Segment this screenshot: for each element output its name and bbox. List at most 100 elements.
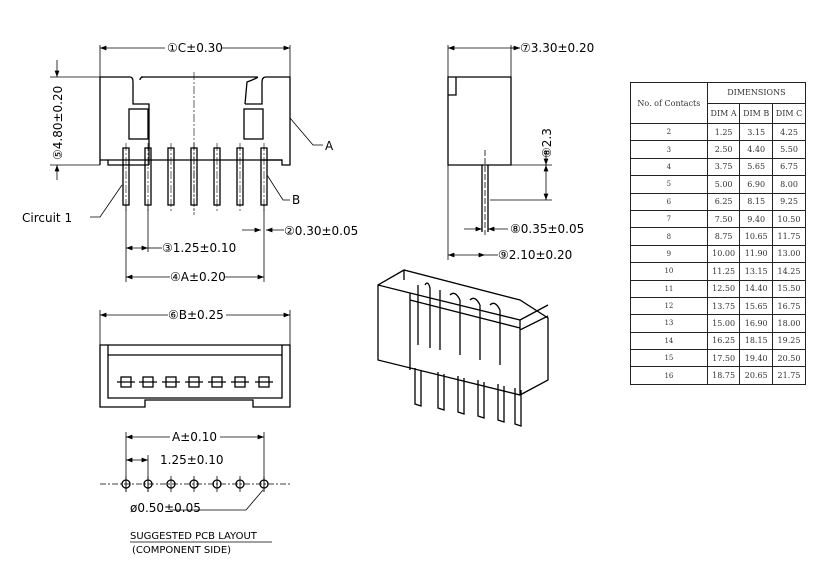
dim-c-cell: 9.25 xyxy=(772,192,806,211)
dim-a-cell: 8.75 xyxy=(706,227,741,246)
dimensions-table: No. of Contacts DIMENSIONS DIM A DIM B D… xyxy=(630,82,807,385)
side-view: ⑦3.30±0.20 ⑧2.3 ⑧0.35±0.05 ⑨2.10±0.20 xyxy=(447,41,594,262)
contacts-cell: 10 xyxy=(630,262,708,281)
dim-c-cell: 4.25 xyxy=(772,122,806,142)
dim-a-cell: 11.25 xyxy=(706,262,741,281)
dim-a-cell: 1.25 xyxy=(706,122,741,142)
contacts-cell: 5 xyxy=(630,175,708,194)
dim-b-cell: 19.40 xyxy=(739,349,774,368)
contacts-cell: 3 xyxy=(630,140,708,159)
contacts-cell: 16 xyxy=(630,366,708,385)
bottom-housing xyxy=(99,344,291,408)
dim-height-label: ⑤4.80±0.20 xyxy=(51,86,65,160)
dim-b-cell: 16.90 xyxy=(739,314,774,333)
dim-c-cell: 16.75 xyxy=(772,296,806,316)
dim-c-cell: 18.00 xyxy=(772,314,806,333)
dim-a-cell: 7.50 xyxy=(706,209,741,229)
dim-c-cell: 10.50 xyxy=(772,209,806,229)
dim-b-cell: 18.15 xyxy=(739,331,774,351)
pcb-layout-title: SUGGESTED PCB LAYOUT xyxy=(130,531,258,542)
contacts-cell: 4 xyxy=(630,157,708,177)
dim-c-cell: 13.00 xyxy=(772,244,806,264)
iso-pin xyxy=(497,384,505,423)
dim-b-cell: 6.90 xyxy=(739,175,774,194)
contacts-cell: 11 xyxy=(630,279,708,298)
iso-pin xyxy=(477,380,485,419)
dim-pitch-label: ③1.25±0.10 xyxy=(162,241,236,255)
pcb-layout-subtitle: (COMPONENT SIDE) xyxy=(132,545,231,556)
dim-a-cell: 13.75 xyxy=(706,296,741,316)
contacts-cell: 9 xyxy=(630,244,708,264)
iso-pin xyxy=(437,372,445,411)
dim-b-cell: 20.65 xyxy=(739,366,774,385)
dim-c-cell: 21.75 xyxy=(772,366,806,385)
dim-b-cell: 3.15 xyxy=(739,122,774,142)
dim-a-header: DIM A xyxy=(706,102,741,124)
iso-housing xyxy=(377,269,549,396)
bottom-view: ⑥B±0.25 xyxy=(99,308,291,408)
contacts-cell: 6 xyxy=(630,192,708,211)
contacts-cell: 13 xyxy=(630,314,708,333)
dim-b-cell: 11.90 xyxy=(739,244,774,264)
dim-c-cell: 6.75 xyxy=(772,157,806,177)
dim-b-cell: 15.65 xyxy=(739,296,774,316)
dim-a-cell: 6.25 xyxy=(706,192,741,211)
dim-a-cell: 17.50 xyxy=(706,349,741,368)
dim-c-label: ①C±0.30 xyxy=(167,41,223,55)
dim-depth-label: ⑦3.30±0.20 xyxy=(520,41,594,55)
pcb-dim-a-label: A±0.10 xyxy=(172,430,217,444)
latch-left xyxy=(128,108,149,140)
dim-b-cell: 9.40 xyxy=(739,209,774,229)
dim-pin-length-label: ⑧2.3 xyxy=(540,128,554,158)
pcb-hole-label: ø0.50±0.05 xyxy=(130,501,201,515)
dim-a-cell: 10.00 xyxy=(706,244,741,264)
iso-pin xyxy=(414,368,422,407)
contacts-cell: 2 xyxy=(630,122,708,142)
side-housing xyxy=(447,76,512,166)
dim-c-header: DIM C xyxy=(772,102,806,124)
dim-a-cell: 16.25 xyxy=(706,331,741,351)
contacts-cell: 12 xyxy=(630,296,708,316)
iso-pin xyxy=(457,376,465,415)
contacts-cell: 14 xyxy=(630,331,708,351)
dim-c-cell: 19.25 xyxy=(772,331,806,351)
contacts-cell: 15 xyxy=(630,349,708,368)
circuit-1-label: Circuit 1 xyxy=(22,211,72,225)
isometric-view xyxy=(377,269,549,427)
dim-b-label: ⑥B±0.25 xyxy=(168,308,224,322)
iso-pin xyxy=(514,388,522,427)
dim-b-cell: 13.15 xyxy=(739,262,774,281)
dim-a-cell: 2.50 xyxy=(706,140,741,159)
dim-c-cell: 11.75 xyxy=(772,227,806,246)
dim-c-cell: 14.25 xyxy=(772,262,806,281)
dim-b-cell: 14.40 xyxy=(739,279,774,298)
dim-pin-thickness-label: ⑧0.35±0.05 xyxy=(510,222,584,236)
front-housing xyxy=(99,76,291,166)
dim-pin-offset-label: ⑨2.10±0.20 xyxy=(498,248,572,262)
front-view: ①C±0.30 ⑤4.80±0.20 A B Circuit 1 ②0.30±0… xyxy=(22,41,358,284)
dim-a-cell: 12.50 xyxy=(706,279,741,298)
dim-b-cell: 10.65 xyxy=(739,227,774,246)
dim-a-cell: 3.75 xyxy=(706,157,741,177)
dimensions-header: DIMENSIONS xyxy=(706,82,807,104)
dim-c-cell: 15.50 xyxy=(772,279,806,298)
contacts-cell: 8 xyxy=(630,227,708,246)
latch-right xyxy=(243,108,264,140)
label-a: A xyxy=(325,139,334,153)
dim-a-cell: 5.00 xyxy=(706,175,741,194)
label-b: B xyxy=(292,193,300,207)
